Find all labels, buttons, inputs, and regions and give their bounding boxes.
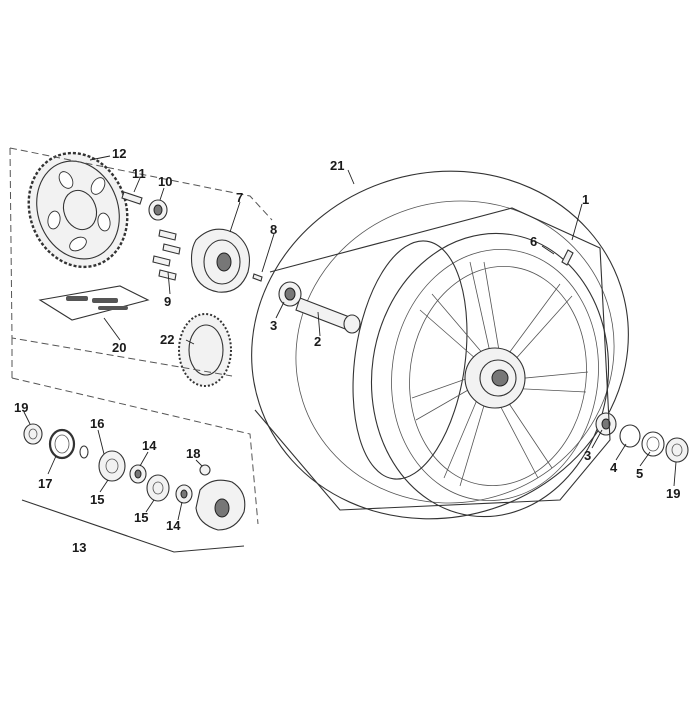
callout-6: 6 bbox=[530, 234, 537, 249]
sprocket-carrier bbox=[190, 228, 251, 293]
chain-kit-box bbox=[38, 285, 150, 321]
callout-labels: 1 2 3 3 4 5 6 7 8 9 10 11 12 13 14 14 15… bbox=[14, 146, 680, 555]
hub-group bbox=[23, 423, 246, 531]
callout-18: 18 bbox=[186, 446, 200, 461]
callout-5: 5 bbox=[636, 466, 643, 481]
callout-19-left: 19 bbox=[14, 400, 28, 415]
callout-11: 11 bbox=[132, 166, 146, 181]
bearing-right bbox=[595, 412, 617, 436]
rim bbox=[352, 232, 610, 518]
hub-group-bracket bbox=[21, 499, 245, 553]
callout-20: 20 bbox=[112, 340, 126, 355]
callout-13: 13 bbox=[72, 540, 86, 555]
callout-2: 2 bbox=[314, 334, 321, 349]
sprocket bbox=[27, 151, 129, 269]
axle-spacer bbox=[295, 297, 361, 334]
bolts bbox=[152, 229, 181, 281]
callout-3-left: 3 bbox=[270, 318, 277, 333]
callout-10: 10 bbox=[158, 174, 172, 189]
callout-14-lower: 14 bbox=[166, 518, 181, 533]
leader-lines bbox=[23, 155, 677, 521]
bearing-left bbox=[278, 281, 302, 307]
callout-3-right: 3 bbox=[584, 448, 591, 463]
callout-19-right: 19 bbox=[666, 486, 680, 501]
callout-15-left: 15 bbox=[90, 492, 104, 507]
tire bbox=[251, 170, 629, 520]
callout-21: 21 bbox=[330, 158, 344, 173]
spacer-rings-right bbox=[619, 424, 689, 463]
bushing bbox=[148, 199, 168, 221]
callout-9: 9 bbox=[164, 294, 171, 309]
callout-14-upper: 14 bbox=[142, 438, 157, 453]
stud bbox=[121, 191, 143, 205]
lower-group-outline bbox=[11, 338, 259, 525]
callout-16: 16 bbox=[90, 416, 104, 431]
wheel-assembly-bracket bbox=[254, 207, 611, 511]
callout-4: 4 bbox=[610, 460, 618, 475]
small-bolt bbox=[252, 273, 263, 282]
callout-7: 7 bbox=[236, 190, 243, 205]
callout-15-right: 15 bbox=[134, 510, 148, 525]
callout-22: 22 bbox=[160, 332, 174, 347]
tone-ring bbox=[178, 313, 232, 387]
callout-17: 17 bbox=[38, 476, 52, 491]
callout-12: 12 bbox=[112, 146, 126, 161]
callout-1: 1 bbox=[582, 192, 589, 207]
callout-8: 8 bbox=[270, 222, 277, 237]
